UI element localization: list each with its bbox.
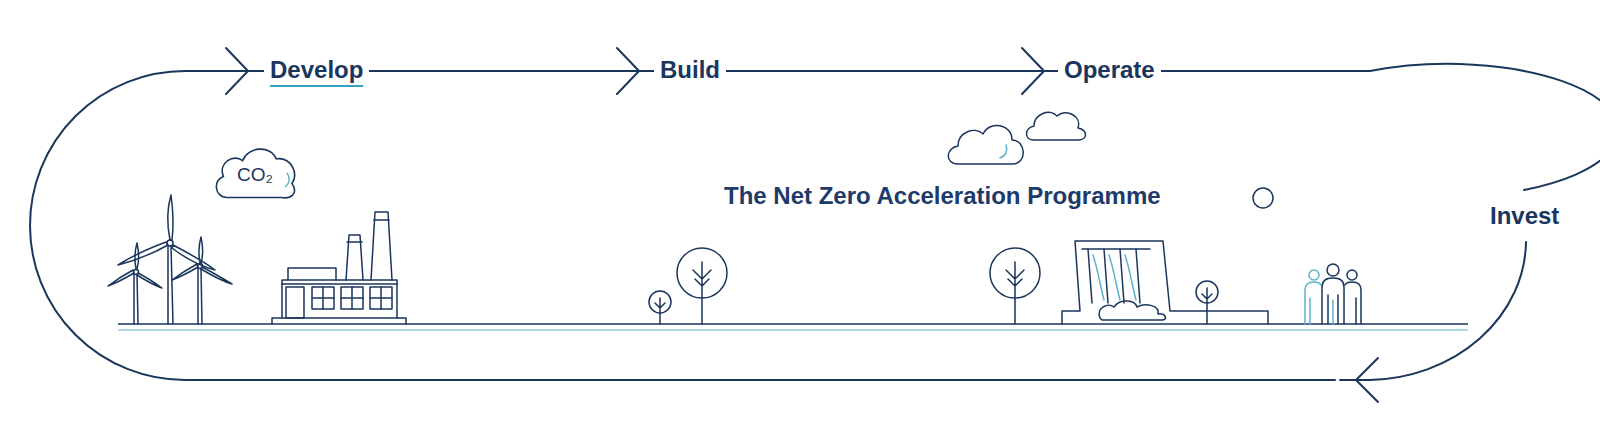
hydro-dam	[1062, 241, 1268, 324]
cycle-loop	[1340, 242, 1526, 380]
tree	[649, 248, 1218, 324]
node-text-group: CO₂	[237, 164, 273, 186]
stage-label: Develop	[264, 56, 369, 85]
diagram-title: The Net Zero Acceleration Programme	[718, 182, 1167, 211]
node-text: CO₂	[237, 164, 273, 186]
arrow-head	[1356, 358, 1378, 402]
arrow-head	[617, 48, 639, 94]
arrow-head	[1022, 48, 1044, 94]
stage-label: Build	[654, 56, 726, 85]
wind-turbines	[108, 195, 232, 324]
ground-line	[118, 324, 1468, 330]
factory	[272, 212, 406, 324]
stage-label: Operate	[1058, 56, 1161, 85]
co2-cloud: CO₂	[211, 143, 299, 201]
stage-label: Invest	[1484, 202, 1565, 231]
people	[1305, 264, 1361, 324]
arrow-head	[226, 48, 248, 94]
cycle-loop	[1195, 64, 1600, 190]
bubble	[1253, 188, 1273, 208]
cycle-loop	[30, 71, 1335, 380]
cloud	[948, 112, 1085, 164]
